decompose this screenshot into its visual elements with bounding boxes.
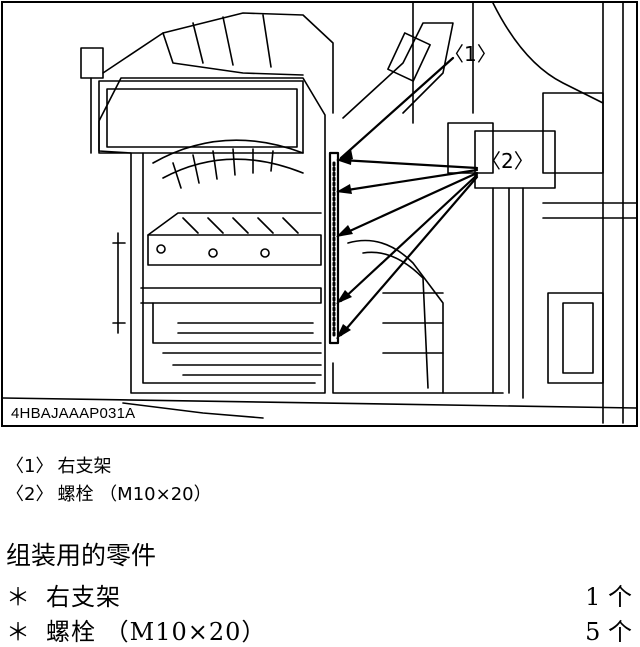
bullet-star: ＊ (6, 583, 30, 611)
bullet-star: ＊ (6, 618, 30, 646)
part-name: 螺栓 （M10×20） (46, 618, 267, 646)
legend-text: 螺栓 （M10×20） (57, 484, 212, 505)
callout-1: 〈1〉 (444, 42, 497, 66)
part-quantity: 1 个 (585, 583, 632, 611)
part-row: ＊ 右支架 1 个 (6, 577, 632, 611)
legend-number: 〈1〉 (6, 456, 54, 477)
legend-item: 〈1〉右支架 (6, 452, 111, 478)
parts-section-title: 组装用的零件 (6, 541, 157, 570)
part-quantity: 5 个 (585, 618, 632, 646)
callout-2: 〈2〉 (481, 149, 534, 173)
figure-code: 4HBAJAAAP031A (11, 405, 136, 422)
part-name: 右支架 (46, 583, 121, 611)
assembly-illustration: 〈1〉 〈2〉 4HBAJAAAP031A (1, 1, 638, 427)
legend-item: 〈2〉螺栓 （M10×20） (6, 480, 212, 506)
legend-number: 〈2〉 (6, 484, 54, 505)
legend-text: 右支架 (57, 456, 112, 477)
part-row: ＊ 螺栓 （M10×20） 5 个 (6, 612, 632, 646)
machine-drawing: 〈1〉 〈2〉 (3, 3, 636, 424)
